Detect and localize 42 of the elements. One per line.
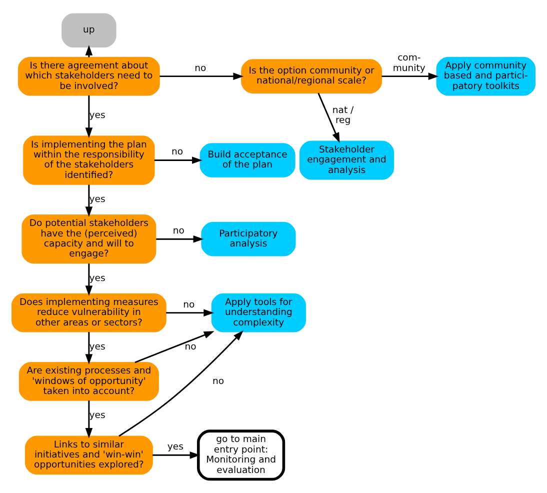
edge-label: no bbox=[172, 146, 184, 158]
arrow bbox=[152, 452, 200, 459]
arrow bbox=[85, 264, 93, 296]
edge-label: yes bbox=[89, 110, 106, 122]
edge-label: com- munity bbox=[392, 52, 426, 74]
node-box: Build acceptance of the plan bbox=[200, 143, 296, 178]
edge-label: no bbox=[194, 62, 206, 74]
arrow bbox=[154, 156, 202, 164]
edge-label: no bbox=[184, 341, 196, 352]
node-box: Participatory analysis bbox=[201, 222, 296, 256]
edge-label: no bbox=[172, 226, 184, 237]
edge-label: yes bbox=[89, 272, 106, 284]
arrow bbox=[166, 309, 214, 316]
edge-label: nat / reg bbox=[332, 104, 354, 126]
arrow bbox=[85, 95, 93, 138]
node-box: Stakeholder engagement and analysis bbox=[299, 140, 394, 180]
node-box: go to main entry point: Monitoring and evaluation bbox=[196, 430, 286, 481]
arrow bbox=[156, 235, 204, 243]
node-box: up bbox=[62, 13, 116, 48]
arrow bbox=[85, 400, 93, 438]
arrow bbox=[160, 72, 244, 80]
arrow bbox=[134, 331, 214, 364]
edge-label: yes bbox=[167, 442, 184, 453]
node-box: Does implementing measures reduce vulnerability in other areas or sectors? bbox=[12, 293, 166, 332]
edge-label: yes bbox=[89, 341, 106, 352]
node-box: Do potential stakeholders have the (perceived) capacity and will to engage? bbox=[22, 214, 156, 264]
node-box: Is implementing the plan within the responsibility of the stakeholders identified? bbox=[23, 136, 155, 185]
node-box: Links to similar initiatives and 'win-win' opportunities explored? bbox=[24, 436, 153, 475]
node-box: Apply tools for understanding complexity bbox=[211, 293, 306, 332]
edge-label: yes bbox=[89, 194, 106, 205]
node-box: Is there agreement about which stakeholders need to be involved? bbox=[18, 56, 160, 96]
edge-label: no bbox=[212, 376, 224, 387]
node-box: Apply community based and partici- patory toolkits bbox=[436, 56, 536, 96]
node-box: Are existing processes and 'windows of opportunity' taken into account? bbox=[18, 362, 159, 401]
arrow bbox=[85, 332, 93, 365]
edge-label: no bbox=[183, 299, 195, 310]
edge-label: yes bbox=[89, 410, 106, 422]
arrow bbox=[318, 92, 340, 144]
arrow bbox=[382, 72, 439, 80]
node-box: Is the option community or national/regional scale? bbox=[241, 59, 382, 94]
arrow bbox=[118, 330, 244, 437]
arrow bbox=[85, 184, 93, 218]
